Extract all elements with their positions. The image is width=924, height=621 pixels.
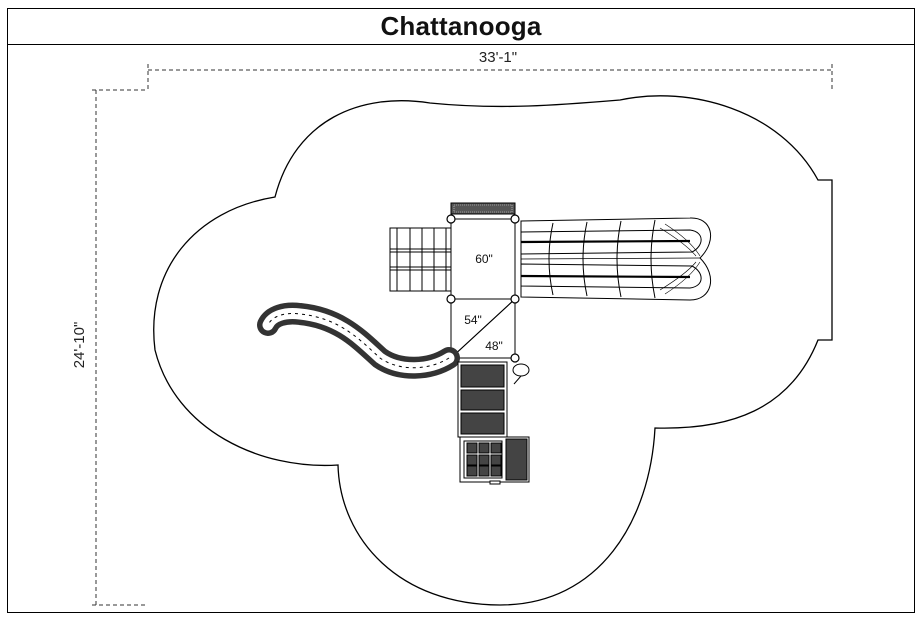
width-dimension-label: 33'-1" <box>479 49 517 66</box>
steering-handle <box>512 363 530 385</box>
deck-square-label: 60" <box>475 252 493 266</box>
curved-slide <box>257 302 460 379</box>
depth-dimension-label: 24'-10" <box>71 322 88 369</box>
deck-triangle-lower-label: 48" <box>485 339 503 353</box>
title-bar: Chattanooga <box>7 8 915 45</box>
deck-posts <box>446 214 520 363</box>
width-dimension: 33'-1" <box>92 49 833 92</box>
climber-panel <box>457 361 508 438</box>
activity-panel <box>459 436 530 485</box>
deck-triangle: 54" 48" <box>450 298 517 360</box>
page-title: Chattanooga <box>380 10 542 41</box>
safety-zone-outline <box>153 95 833 606</box>
drawing-frame <box>7 8 915 613</box>
deck-triangle-upper-label: 54" <box>464 313 482 327</box>
deck-square: 60" <box>450 218 516 300</box>
double-slide <box>520 217 711 301</box>
depth-dimension: 24'-10" <box>71 90 148 606</box>
top-panel <box>450 202 516 215</box>
ladder-left <box>389 227 452 292</box>
